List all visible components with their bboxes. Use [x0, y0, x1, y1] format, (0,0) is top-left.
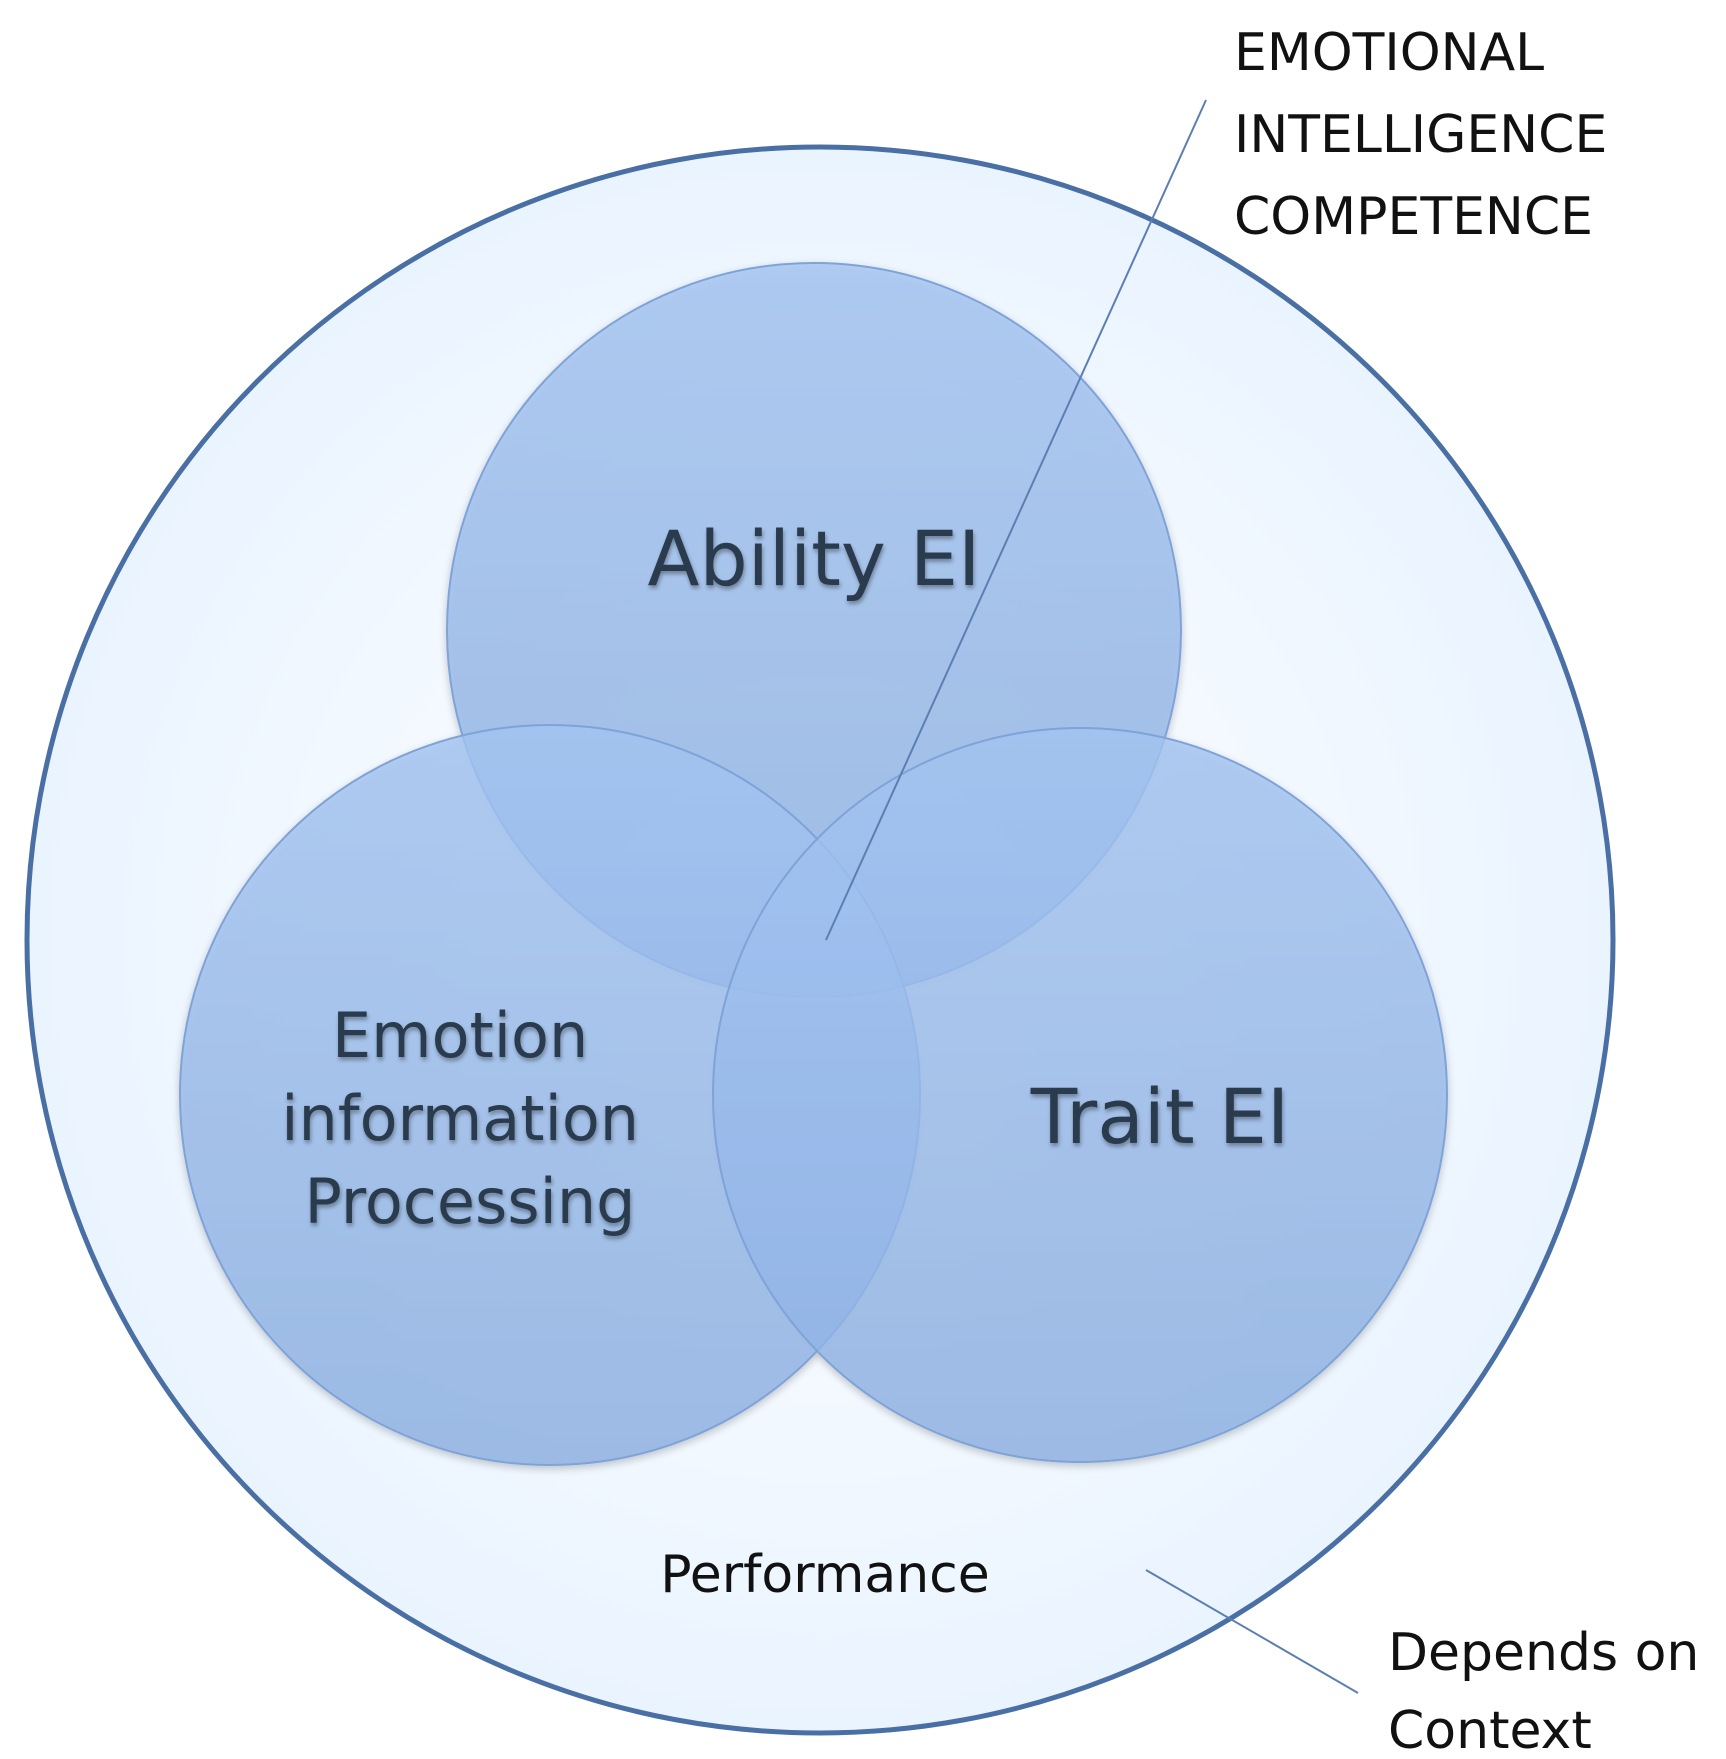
context-annotation: Depends on Context — [1388, 1623, 1716, 1759]
emotion-processing-line-1: Emotion — [332, 999, 588, 1072]
competence-line-2: INTELLIGENCE — [1234, 105, 1607, 165]
competence-line-1: EMOTIONAL — [1234, 23, 1544, 83]
venn-circles — [179, 262, 1448, 1466]
emotion-processing-line-2: information — [281, 1082, 639, 1155]
context-line-2: Context — [1388, 1701, 1592, 1759]
emotion-processing-label: Emotion information Processing — [281, 999, 659, 1238]
competence-line-3: COMPETENCE — [1234, 187, 1593, 247]
context-leader-line — [1145, 1569, 1359, 1694]
emotion-processing-line-3: Processing — [304, 1165, 635, 1238]
context-line-1: Depends on — [1388, 1623, 1699, 1683]
ability-ei-label: Ability EI — [648, 514, 981, 603]
performance-label: Performance — [660, 1545, 990, 1605]
trait-ei-label: Trait EI — [1030, 1072, 1290, 1161]
trait-ei-circle — [712, 727, 1448, 1463]
competence-annotation: EMOTIONAL INTELLIGENCE COMPETENCE — [1234, 23, 1624, 247]
competence-leader-line — [825, 99, 1207, 941]
